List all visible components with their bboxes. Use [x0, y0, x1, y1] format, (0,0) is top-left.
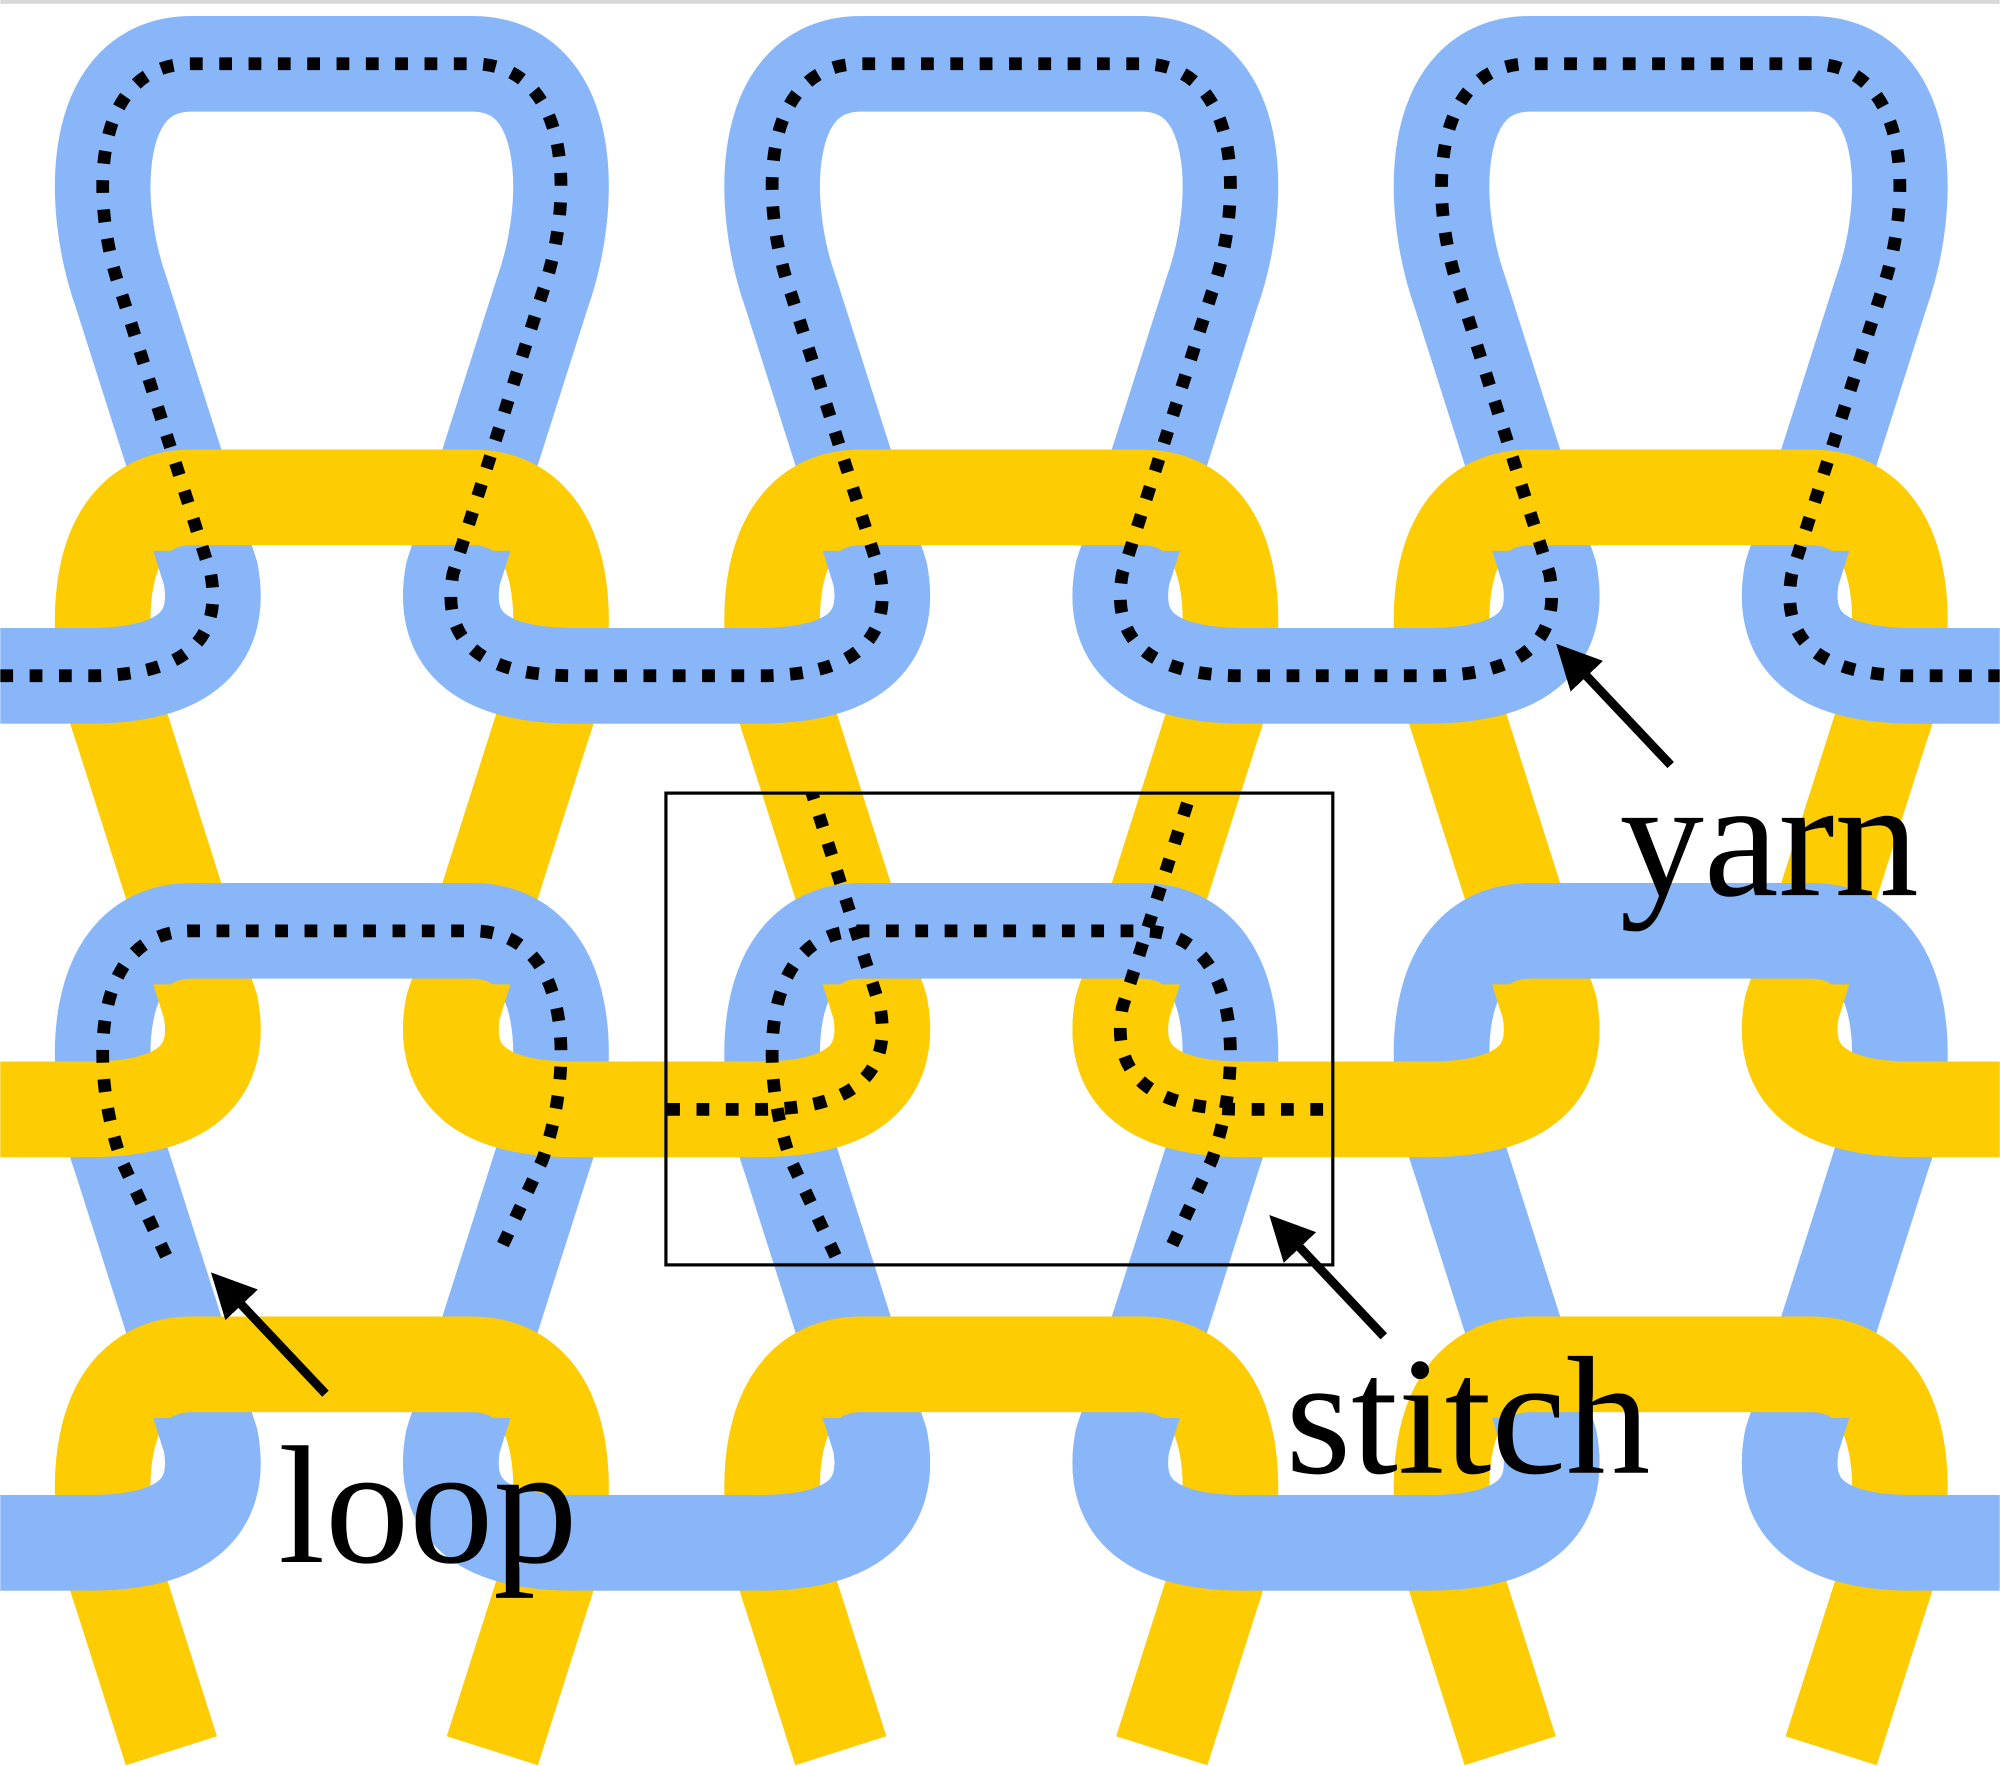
course-1-interlock: [0, 550, 2000, 724]
stitch-arrow: [1269, 1215, 1388, 1340]
stitch-label: stitch: [1286, 1324, 1651, 1510]
dotted-yarn-paths: [0, 57, 2000, 1259]
course-1-dotted-path: [0, 57, 2000, 683]
course-2-yarn: [0, 449, 2000, 1158]
loop-label: loop: [278, 1413, 577, 1599]
loop-dotted-path: [96, 924, 568, 1259]
yarn-label: yarn: [1620, 746, 1919, 932]
yarn-arrow: [1556, 643, 1674, 769]
top-border: [0, 0, 2000, 4]
course-1-yarn: [0, 15, 2000, 724]
stitch-dotted-path: [667, 793, 1333, 1116]
stitch-box: [664, 791, 1335, 1267]
stitch-loop-dotted-path: [765, 924, 1237, 1259]
loop-arrow: [210, 1272, 329, 1397]
